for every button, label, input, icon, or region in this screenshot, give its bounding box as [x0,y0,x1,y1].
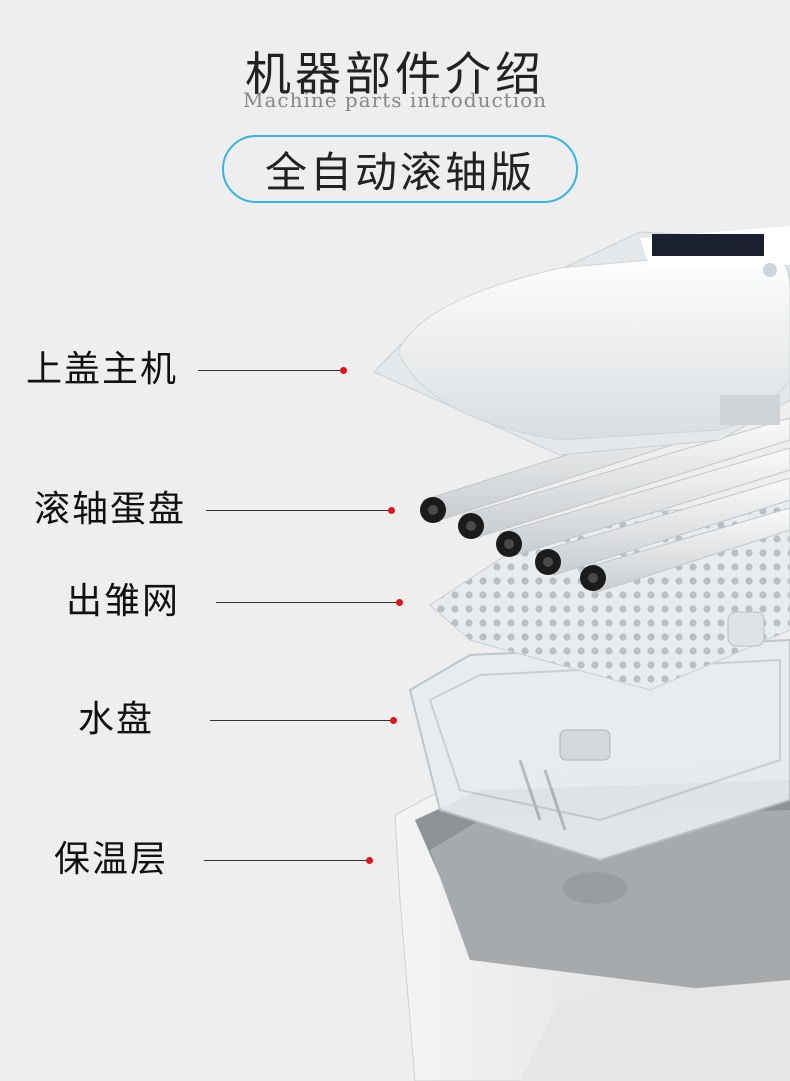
pointer-dot-water-tray [390,717,397,724]
page-title: 机器部件介绍 [245,47,545,101]
pointer-dot-top-lid [340,367,347,374]
pointer-line-water-tray [210,720,392,721]
version-badge-label: 全自动滚轴版 [264,147,535,197]
pointer-dot-hatching-net [396,599,403,606]
pointer-line-top-lid [198,370,342,371]
part-label-hatching-net: 出雏网 [66,581,181,622]
pointer-line-insulation-layer [204,860,368,861]
version-badge: 全自动滚轴版 [222,135,578,203]
page-subtitle: Machine parts introduction [242,88,548,112]
pointer-dot-roller-tray [388,507,395,514]
top-lid-shape [373,226,790,456]
part-label-top-lid: 上盖主机 [26,349,179,390]
part-label-water-tray: 水盘 [78,699,155,740]
part-label-roller-tray: 滚轴蛋盘 [34,489,187,530]
pointer-line-roller-tray [206,510,390,511]
water-tray-shape [408,638,790,862]
pointer-dot-insulation-layer [366,857,373,864]
pointer-line-hatching-net [216,602,398,603]
part-label-insulation-layer: 保温层 [54,839,169,880]
